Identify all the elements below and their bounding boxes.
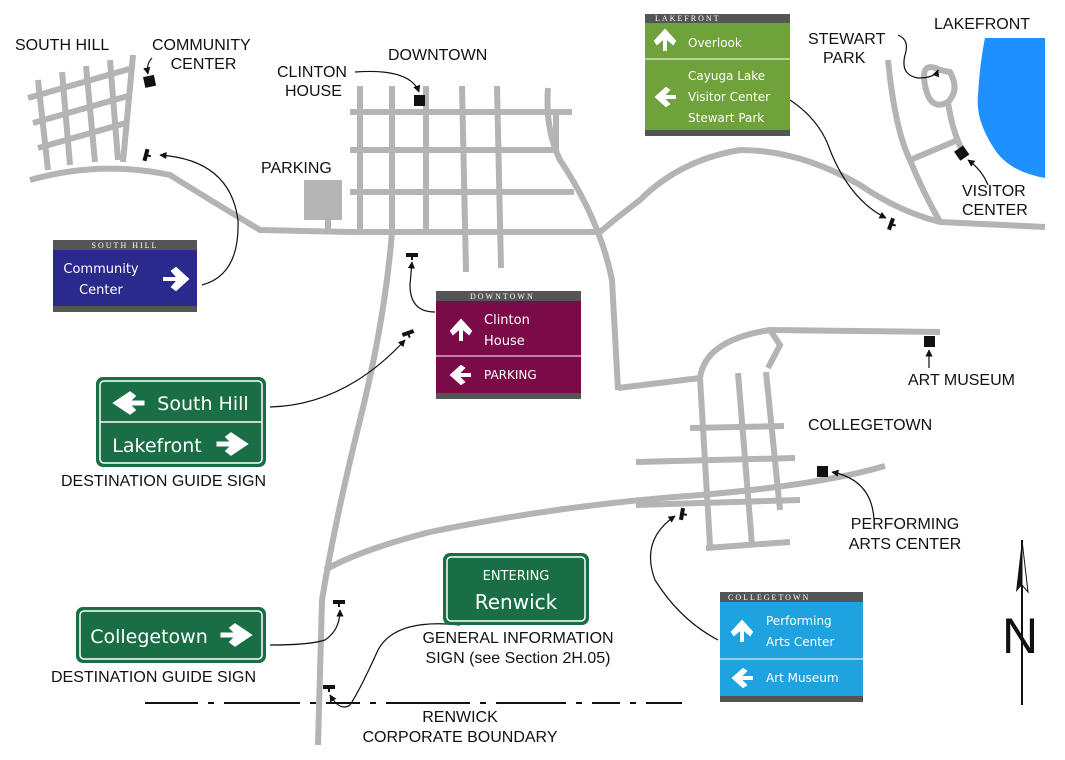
label-art-museum: ART MUSEUM (908, 372, 1015, 389)
sign-collegetown: COLLEGETOWN Performing Arts Center Art M… (720, 592, 863, 702)
cayuga-lake (977, 38, 1045, 178)
left-arrow-icon (449, 364, 471, 386)
sign-marker-collegetown (678, 507, 688, 521)
label-collegetown: COLLEGETOWN (808, 417, 933, 434)
label-clinton-house-1: CLINTON (277, 64, 347, 81)
label-parking: PARKING (261, 160, 332, 177)
sign-south-hill-line2: Center (79, 283, 123, 298)
sign-collegetown-top2: Arts Center (766, 635, 834, 649)
label-stewart-park-1: STEWART (808, 31, 886, 48)
sign-lakefront-b2: Visitor Center (688, 90, 770, 104)
label-south-hill: SOUTH HILL (15, 37, 110, 54)
sign-marker-entering (323, 685, 335, 692)
sign-marker-guide2 (333, 600, 345, 607)
right-arrow-icon (163, 266, 190, 292)
guide-sign-2: Collegetown (76, 607, 266, 663)
community-center-marker (143, 74, 157, 88)
guide-sign-2-text: Collegetown (90, 626, 208, 648)
sign-downtown-top1: Clinton (484, 313, 530, 328)
sign-marker-guide1 (401, 329, 415, 339)
caption-general-info-1: GENERAL INFORMATION (422, 630, 614, 647)
label-clinton-house-2: HOUSE (285, 83, 342, 100)
left-arrow-icon (731, 667, 753, 689)
entering-line2: Renwick (475, 590, 558, 614)
north-arrow-icon: N (1002, 539, 1038, 705)
guide-sign-1-bottom: Lakefront (112, 435, 201, 457)
sign-lakefront-b1: Cayuga Lake (688, 69, 765, 83)
sign-south-hill-line1: Community (63, 262, 139, 277)
left-arrow-icon (112, 391, 145, 415)
sign-south-hill-header: SOUTH HILL (92, 241, 159, 250)
label-performing-arts-2: ARTS CENTER (848, 536, 962, 553)
sign-downtown-top2: House (484, 334, 525, 349)
sign-collegetown-top1: Performing (766, 614, 832, 628)
up-arrow-icon (730, 619, 754, 642)
sign-collegetown-bottom: Art Museum (766, 671, 839, 685)
destination-markers (143, 74, 970, 477)
caption-guide-sign-1: DESTINATION GUIDE SIGN (61, 473, 267, 490)
sign-lakefront-top: Overlook (688, 36, 742, 50)
art-museum-marker (924, 336, 935, 347)
sign-lakefront-b3: Stewart Park (688, 111, 764, 125)
label-stewart-park-2: PARK (823, 50, 866, 67)
clinton-house-marker (414, 95, 425, 106)
entering-renwick-sign: ENTERING Renwick (443, 553, 589, 625)
label-performing-arts-1: PERFORMING (850, 516, 960, 533)
label-visitor-center-1: VISITOR (962, 183, 1026, 200)
sign-downtown-header: DOWNTOWN (470, 292, 535, 301)
sign-lakefront: LAKEFRONT Overlook Cayuga Lake Visitor C… (645, 14, 790, 136)
guide-sign-1-top: South Hill (157, 393, 248, 415)
road-network (27, 54, 1046, 746)
sign-downtown: DOWNTOWN Clinton House PARKING (436, 291, 581, 399)
caption-guide-sign-2: DESTINATION GUIDE SIGN (51, 669, 257, 686)
label-downtown: DOWNTOWN (388, 47, 488, 64)
caption-general-info-2: SIGN (see Section 2H.05) (425, 650, 611, 667)
visitor-center-marker (954, 145, 970, 161)
sign-marker-downtown (406, 253, 418, 260)
entering-line1: ENTERING (483, 569, 550, 584)
left-arrow-icon (654, 86, 676, 108)
sign-downtown-bottom: PARKING (484, 368, 537, 382)
right-arrow-icon (216, 432, 249, 456)
label-visitor-center-2: CENTER (962, 202, 1028, 219)
label-renwick-1: RENWICK (422, 709, 498, 726)
sign-marker-southhill (142, 148, 152, 162)
sign-south-hill: SOUTH HILL Community Center (53, 240, 197, 312)
right-arrow-icon (220, 623, 253, 647)
sign-collegetown-header: COLLEGETOWN (728, 593, 810, 602)
label-community-center-1: COMMUNITY (152, 37, 251, 54)
up-arrow-icon (449, 318, 473, 341)
label-community-center-2: CENTER (170, 56, 237, 73)
north-letter: N (1002, 608, 1038, 664)
up-arrow-icon (653, 28, 677, 51)
label-renwick-2: CORPORATE BOUNDARY (362, 729, 558, 746)
sign-lakefront-header: LAKEFRONT (655, 14, 721, 23)
performing-arts-marker (817, 466, 828, 477)
sign-location-markers (142, 148, 897, 692)
parking-lot (304, 180, 342, 220)
guide-sign-1: South Hill Lakefront (96, 377, 266, 467)
sign-marker-lakefront (887, 217, 897, 231)
label-lakefront: LAKEFRONT (934, 16, 1031, 33)
leader-lines (143, 34, 989, 708)
